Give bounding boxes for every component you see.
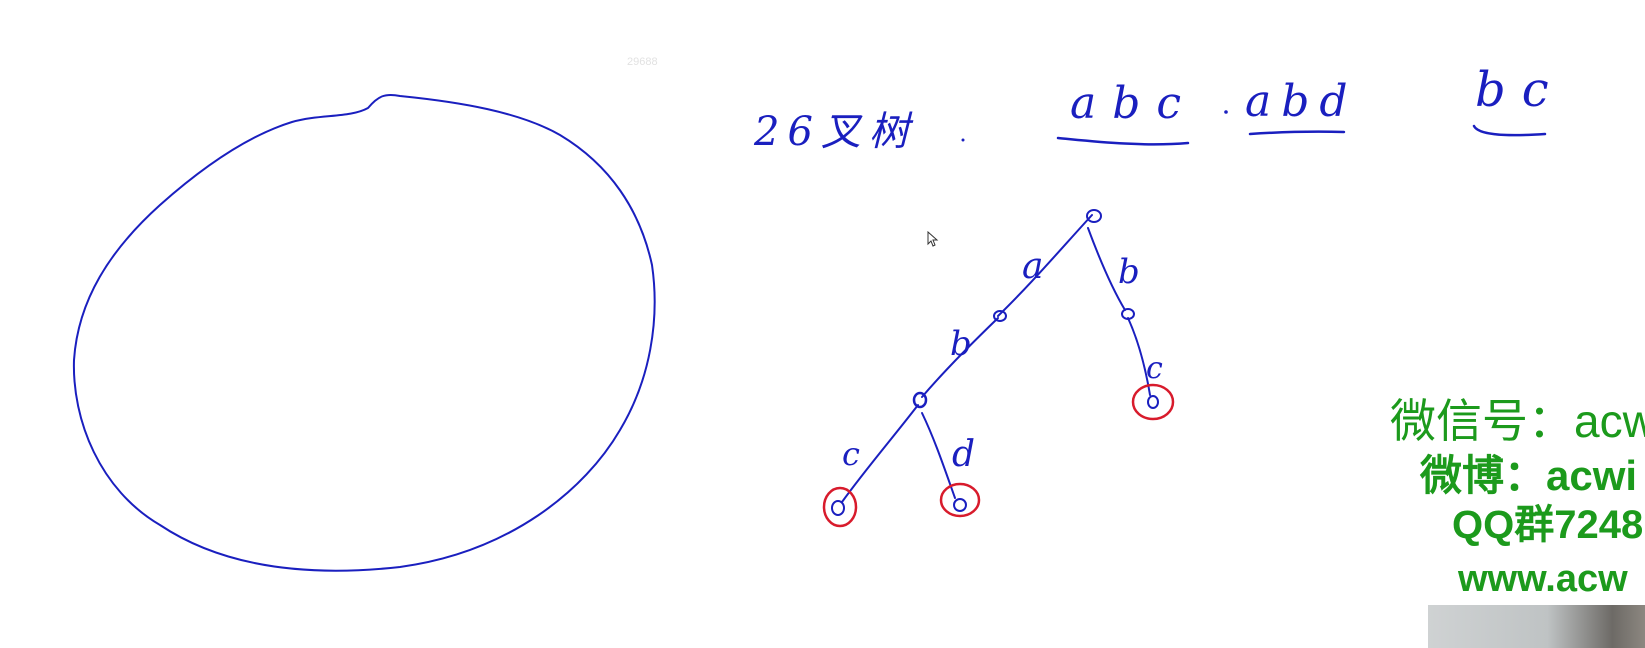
trie-node-root [1086, 209, 1102, 223]
word-abd-text: abd [1245, 76, 1358, 127]
trie-edge-root-to-b [1087, 227, 1126, 311]
word-abc-underline [1056, 136, 1190, 146]
trie-diagram: a b b c c d [822, 209, 1175, 528]
trie-edge-root-to-a [997, 214, 1093, 317]
frame-id-text: 29688 [627, 56, 658, 68]
end-of-word-marker-bc [1131, 383, 1175, 421]
edge-label-a: a [1022, 246, 1043, 287]
end-of-word-marker-abd [939, 482, 981, 518]
word-bc-text: bc [1475, 62, 1565, 118]
large-hand-drawn-circle [72, 93, 656, 572]
edge-label-c-bc: c [1146, 351, 1163, 386]
trie-edge-a-to-ab [921, 317, 999, 398]
trie-node-bc [1147, 395, 1159, 409]
webcam-overlay [1428, 605, 1645, 648]
trie-node-abd [953, 498, 967, 512]
trie-node-a [993, 310, 1007, 322]
end-of-word-marker-abc [822, 486, 858, 528]
edge-label-c-abc: c [842, 435, 860, 473]
dot-mark [961, 138, 965, 142]
word-bc: bc [1472, 62, 1565, 137]
edge-label-b-root: b [1118, 252, 1140, 292]
trie-edge-ab-to-abd [921, 412, 956, 499]
title-26-fork-tree: 26叉树 [753, 109, 965, 155]
trie-edge-b-to-bc [1127, 317, 1151, 396]
word-bc-underline [1472, 124, 1547, 137]
mouse-pointer-icon [927, 231, 939, 247]
edge-label-d-abd: d [952, 434, 975, 475]
watermark-wechat: 微信号：acw [1390, 395, 1645, 447]
watermark-weibo: 微博：acwi [1420, 452, 1638, 499]
trie-node-abc [831, 500, 845, 516]
trie-node-b [1121, 308, 1135, 320]
word-abc: abc [1056, 78, 1197, 146]
title-handwritten-text: 26叉树 [753, 109, 917, 155]
word-abd-underline [1248, 130, 1346, 136]
word-abc-text: abc [1070, 78, 1197, 129]
word-abd: abd [1245, 76, 1358, 136]
separator-dot [1224, 110, 1228, 114]
watermark-qq-group: QQ群7248 [1452, 503, 1644, 547]
watermark-website: www.acw [1458, 558, 1628, 600]
trie-node-ab [912, 391, 928, 409]
edge-label-b-second: b [950, 324, 972, 364]
